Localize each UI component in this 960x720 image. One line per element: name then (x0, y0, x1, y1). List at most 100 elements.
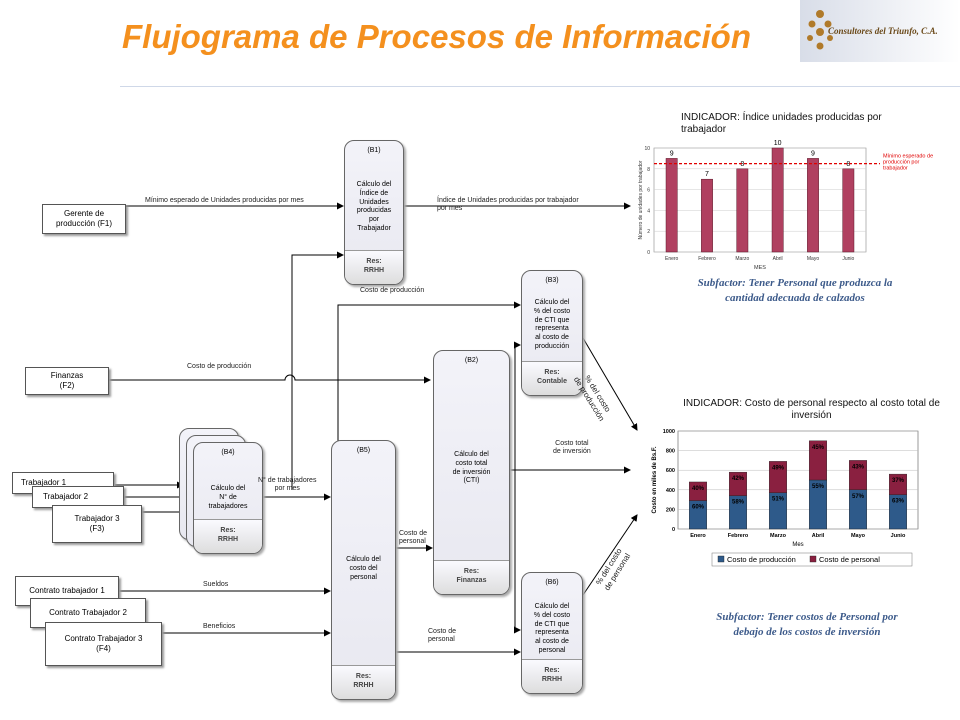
x-tick-label: Enero (665, 256, 679, 262)
bar (842, 168, 855, 253)
process-desc: Cálculo del costo total de inversión (CT… (452, 451, 491, 485)
data-label: 10 (774, 140, 782, 147)
data-label: 43% (852, 464, 865, 470)
contrato-3-box: Contrato Trabajador 3 (F4) (45, 622, 162, 666)
data-label: 60% (692, 505, 705, 511)
data-label: 51% (772, 497, 785, 503)
bar-personal (808, 440, 827, 481)
y-axis-label: Costo en miles de Bs.F. (652, 446, 658, 513)
y-tick-label: 4 (647, 208, 650, 214)
process-code: (B1) (367, 147, 381, 154)
x-tick-label: Mayo (807, 256, 819, 262)
label-costo-pers-1: Costo de personal (399, 530, 428, 546)
bar (807, 158, 819, 253)
label-indice: Índice de Unidades producidas por trabaj… (437, 197, 579, 213)
label-costo-prod-mid: Costo de producción (187, 363, 252, 370)
y-axis-label: Número de unidades por trabajador (638, 160, 644, 239)
process-res: Res: Finanzas (434, 560, 509, 594)
y-tick-label: 0 (647, 250, 650, 256)
process-b6: (B6) Cálculo del % del costo de CTI que … (521, 572, 583, 694)
data-label: 37% (892, 478, 905, 484)
data-label: 40% (692, 486, 705, 492)
flow-b2-to-b3 (510, 341, 521, 471)
process-code: (B2) (464, 357, 479, 364)
label-costo-total: Costo total de inversión (553, 440, 591, 456)
y-tick-label: 800 (666, 449, 675, 455)
trabajador-3-box: Trabajador 3 (F3) (52, 505, 142, 543)
x-tick-label: Marzo (735, 256, 749, 262)
process-b5: (B5) Cálculo del costo del personal Res:… (331, 440, 396, 700)
data-label: 8 (846, 161, 850, 168)
bar (771, 147, 784, 253)
data-label: 42% (732, 476, 745, 482)
label-costo-prod-top: Costo de producción (360, 287, 425, 294)
bar (665, 158, 678, 253)
page-title: Flujograma de Procesos de Información (122, 18, 751, 55)
x-axis-label: Mes (792, 542, 803, 548)
label-beneficios: Beneficios (203, 623, 236, 630)
process-code: (B3) (545, 277, 559, 284)
plot-area (677, 430, 919, 530)
chart2-title: INDICADOR: Costo de personal respecto al… (683, 398, 940, 421)
bar-personal (768, 461, 787, 493)
label-sueldos: Sueldos (203, 581, 229, 588)
data-label: 55% (812, 484, 825, 490)
chart-units-per-worker: 02468109Enero7Febrero8Marzo10Abril9Mayo8… (638, 140, 933, 271)
x-tick-label: Mayo (851, 533, 866, 539)
flow-costo-prod-top (337, 301, 521, 490)
data-label: 49% (772, 465, 785, 471)
x-tick-label: Junio (891, 533, 906, 539)
process-desc: Cálculo del % del costo de CTI que repre… (533, 299, 571, 350)
x-tick-label: Abril (812, 533, 825, 539)
data-label: 9 (670, 150, 674, 157)
x-tick-label: Marzo (770, 533, 787, 539)
x-tick-label: Febrero (698, 256, 716, 262)
process-desc: Cálculo del Índice de Unidades producida… (356, 181, 392, 232)
finanzas-box: Finanzas (F2) (25, 367, 109, 395)
y-tick-label: 1000 (663, 429, 675, 435)
reference-label-line: producción por (883, 160, 920, 166)
label-minimo: Mínimo esperado de Unidades producidas p… (145, 197, 304, 204)
process-desc: Cálculo del costo del personal (346, 556, 381, 581)
y-tick-label: 10 (644, 146, 650, 152)
process-res: Res: RRHH (345, 250, 403, 284)
x-axis-label: MES (754, 265, 766, 271)
bar (736, 168, 749, 253)
chart-personnel-cost: 0200400600800100060%40%Enero58%42%Febrer… (652, 429, 919, 567)
bar-personal (689, 481, 708, 501)
reference-label-line: trabajador (883, 166, 908, 172)
subfactor-1: Subfactor: Tener Personal que produzca l… (697, 277, 893, 304)
process-b4: (B4) Cálculo del N° de trabajadores Res:… (193, 442, 263, 554)
process-res: Res: RRHH (522, 659, 582, 693)
subfactor-2: Subfactor: Tener costos de Personal por … (716, 611, 898, 638)
data-label: 57% (852, 494, 865, 500)
flow-pct-prod (582, 337, 638, 431)
data-label: 45% (812, 445, 825, 451)
y-tick-label: 600 (666, 468, 675, 474)
process-res: Res: RRHH (194, 519, 262, 553)
process-desc: Cálculo del % del costo de CTI que repre… (533, 603, 571, 654)
label-n-trab: N° de trabajadores por mes (258, 477, 317, 493)
title-divider (120, 86, 960, 87)
process-res: Res: RRHH (332, 665, 395, 699)
label-costo-pers-2: Costo de personal (428, 628, 457, 644)
bar-personal (888, 473, 907, 495)
data-label: 7 (705, 171, 709, 178)
data-label: 58% (732, 500, 745, 506)
x-tick-label: Enero (690, 533, 706, 539)
x-tick-label: Febrero (728, 533, 749, 539)
process-b1: (B1) Cálculo del Índice de Unidades prod… (344, 140, 404, 285)
legend-swatch (809, 555, 817, 563)
y-tick-label: 200 (666, 507, 675, 513)
process-code: (B4) (221, 449, 235, 456)
process-b2: (B2) Cálculo del costo total de inversió… (433, 350, 510, 595)
reference-label-line: Mínimo esperado de (883, 154, 933, 160)
logo-emblem-icon (800, 0, 960, 62)
process-code: (B5) (356, 447, 371, 454)
x-tick-label: Junio (842, 256, 854, 262)
data-label: 63% (892, 499, 905, 505)
x-tick-label: Abril (773, 256, 783, 262)
y-tick-label: 0 (672, 527, 675, 533)
bar-personal (728, 471, 747, 496)
